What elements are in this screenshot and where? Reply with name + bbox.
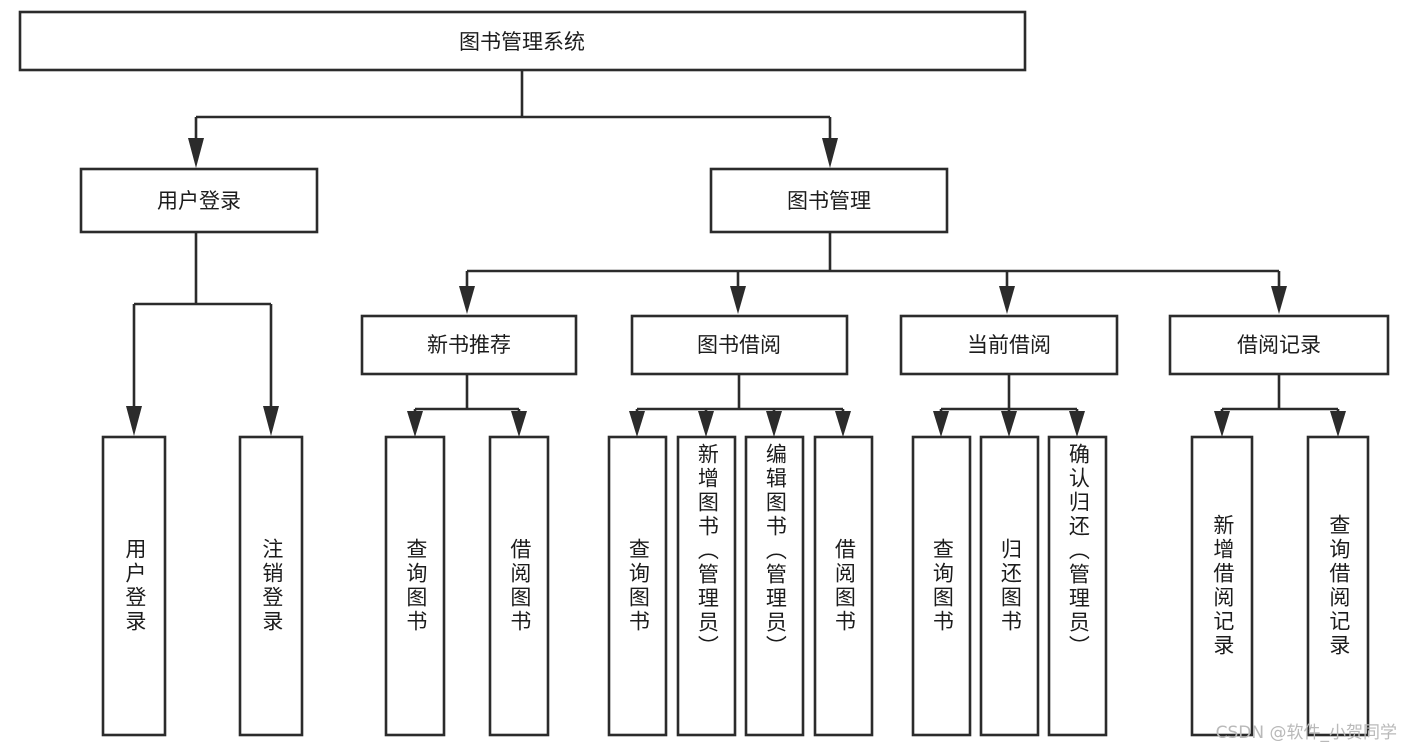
arrow-head-icon	[1069, 411, 1085, 437]
node-box-user-login	[79, 167, 319, 234]
node-borrow-record[interactable]: 借阅记录	[1168, 314, 1390, 376]
node-box-borrow-record	[1168, 314, 1390, 376]
node-box-new-book-recommend	[360, 314, 578, 376]
node-new-book-recommend[interactable]: 新书推荐	[360, 314, 578, 376]
arrow-head-icon	[933, 411, 949, 437]
leaf-box-return-book[interactable]	[979, 435, 1040, 737]
leaf-box-confirm-return-admin[interactable]	[1047, 435, 1108, 737]
arrow-head-icon	[822, 138, 838, 168]
arrow-head-icon	[263, 406, 279, 436]
leaf-box-query-book-a[interactable]	[384, 435, 446, 737]
leaf-box-borrow-book-a[interactable]	[488, 435, 550, 737]
arrow-head-icon	[459, 286, 475, 314]
connector-group-book-management	[459, 232, 1287, 314]
node-book-borrow[interactable]: 图书借阅	[630, 314, 849, 376]
leaf-box-logout[interactable]	[238, 435, 304, 737]
leaf-box-borrow-book-b[interactable]	[813, 435, 874, 737]
leaf-box-add-book-admin[interactable]	[676, 435, 737, 737]
arrow-head-icon	[511, 411, 527, 437]
arrow-head-icon	[999, 286, 1015, 314]
node-box-book-management	[709, 167, 949, 234]
leaf-boxes-group	[101, 435, 1370, 737]
connector-group-new-book-recommend	[407, 374, 527, 437]
connector-group-user-login	[126, 232, 279, 436]
leaf-box-user-login[interactable]	[101, 435, 167, 737]
node-box-book-borrow	[630, 314, 849, 376]
arrow-head-icon	[126, 406, 142, 436]
leaf-box-query-book-b[interactable]	[607, 435, 668, 737]
node-book-management[interactable]: 图书管理	[709, 167, 949, 234]
node-box-current-borrow	[899, 314, 1119, 376]
connector-group-book-borrow	[629, 375, 851, 437]
arrow-head-icon	[188, 138, 204, 168]
arrow-head-icon	[698, 411, 714, 437]
arrow-head-icon	[730, 286, 746, 314]
arrow-head-icon	[1330, 411, 1346, 437]
node-label-root: 图书管理系统	[459, 30, 585, 54]
node-label-current-borrow: 当前借阅	[967, 333, 1051, 357]
leaf-box-add-borrow-record[interactable]	[1190, 435, 1254, 737]
node-label-borrow-record: 借阅记录	[1237, 333, 1321, 357]
arrow-head-icon	[766, 411, 782, 437]
arrow-head-icon	[1001, 411, 1017, 437]
arrow-head-icon	[1214, 411, 1230, 437]
leaf-box-query-book-c[interactable]	[911, 435, 972, 737]
leaf-box-edit-book-admin[interactable]	[744, 435, 805, 737]
node-label-book-management: 图书管理	[787, 189, 871, 213]
node-root-system[interactable]: 图书管理系统	[18, 10, 1027, 72]
arrow-head-icon	[835, 411, 851, 437]
node-box-root	[18, 10, 1027, 72]
arrow-head-icon	[407, 411, 423, 437]
arrow-head-icon	[629, 411, 645, 437]
node-user-login[interactable]: 用户登录	[79, 167, 319, 234]
node-label-new-book-recommend: 新书推荐	[427, 333, 511, 357]
arrow-head-icon	[1271, 286, 1287, 314]
connector-group-current-borrow	[933, 375, 1085, 437]
leaf-box-query-borrow-record[interactable]	[1306, 435, 1370, 737]
node-label-user-login: 用户登录	[157, 189, 241, 213]
node-label-book-borrow: 图书借阅	[697, 333, 781, 357]
node-current-borrow[interactable]: 当前借阅	[899, 314, 1119, 376]
connector-group-root	[188, 70, 838, 168]
connector-group-borrow-record	[1214, 375, 1346, 437]
